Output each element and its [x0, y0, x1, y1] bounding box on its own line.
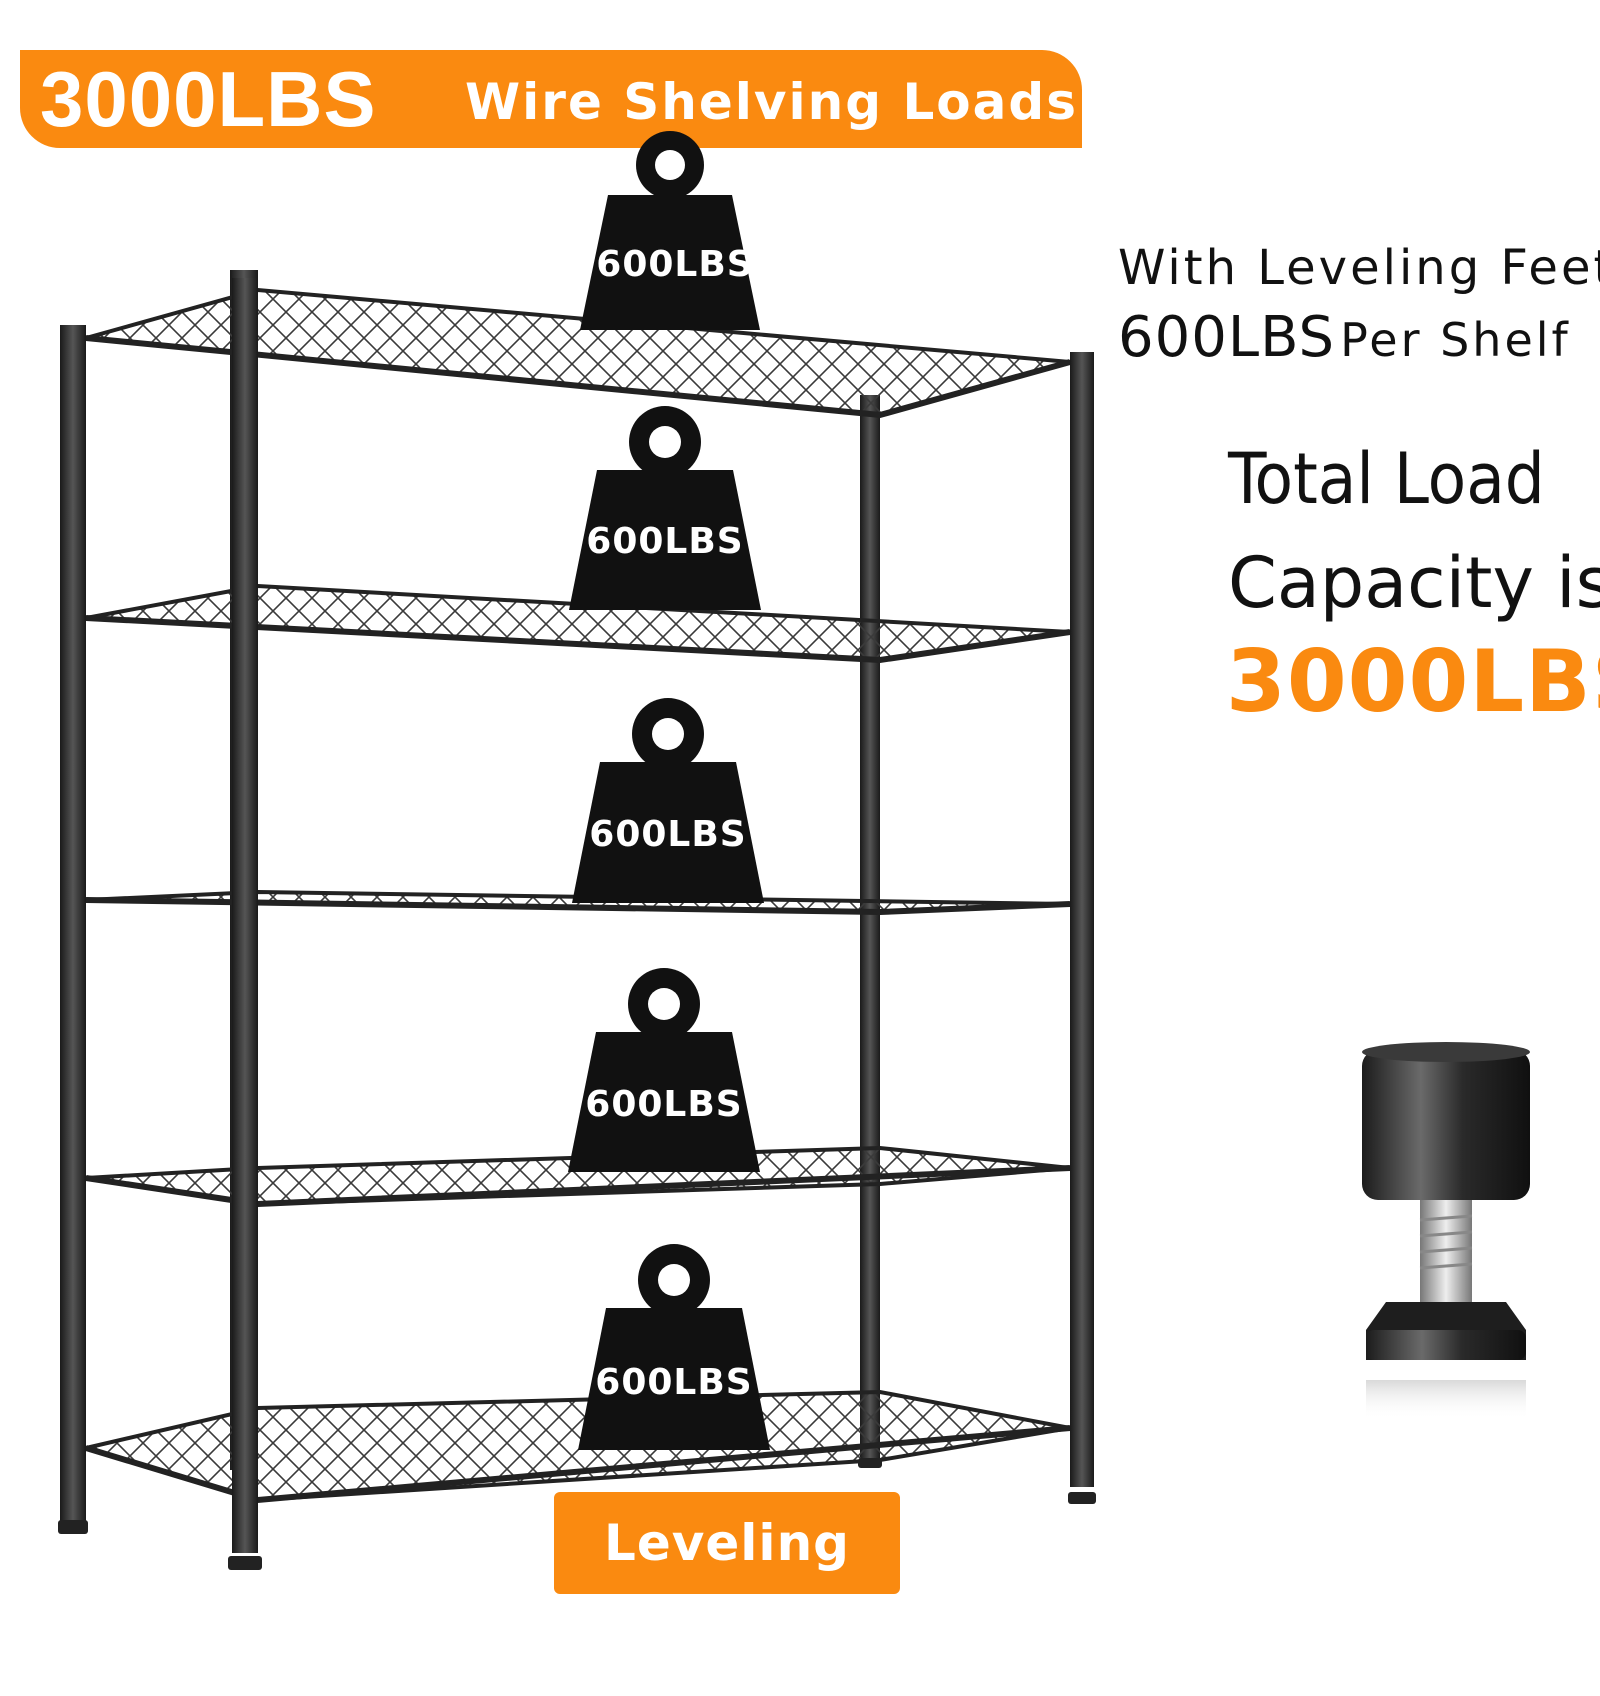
weight-icon — [568, 968, 760, 1172]
rack-foot — [858, 1458, 882, 1468]
rack-foot — [58, 1520, 88, 1534]
rack-back-pole — [860, 395, 880, 1460]
leveling-feet-label: Leveling Feet — [604, 1514, 850, 1674]
total-load-line-2: Capacity is — [1228, 542, 1600, 624]
wire-shelf-rack — [58, 131, 1096, 1570]
per-shelf-value: 600LBS — [1118, 305, 1336, 370]
weight-label: 600LBS — [585, 1084, 743, 1125]
weight-label: 600LBS — [589, 814, 747, 855]
leveling-foot-icon — [1362, 1042, 1530, 1420]
feet-line: With Leveling Feet — [1118, 240, 1600, 296]
per-shelf-line: 600LBS Per Shelf — [1118, 305, 1571, 370]
rack-foot — [1068, 1492, 1096, 1504]
weight-label: 600LBS — [595, 1362, 753, 1403]
weight-label: 600LBS — [586, 521, 744, 562]
weight-icon — [572, 698, 764, 903]
weight-icon — [578, 1244, 770, 1450]
weight-icon — [569, 406, 761, 610]
leveling-feet-badge: Leveling Feet — [554, 1492, 900, 1674]
rack-front-pole — [60, 325, 86, 1525]
title-banner: 3000LBS Wire Shelving Loads — [20, 50, 1082, 148]
total-load-line-1: Total Load — [1228, 438, 1545, 520]
per-shelf-suffix: Per Shelf — [1340, 313, 1571, 367]
rack-front-pole — [232, 278, 258, 1553]
total-load-value: 3000LBS — [1226, 632, 1600, 732]
weight-icon — [580, 131, 760, 330]
banner-capacity: 3000LBS — [40, 55, 377, 143]
rack-foot — [228, 1556, 262, 1570]
rack-front-pole — [1070, 352, 1094, 1487]
banner-subtitle: Wire Shelving Loads — [465, 73, 1078, 131]
weight-label: 600LBS — [596, 244, 754, 285]
